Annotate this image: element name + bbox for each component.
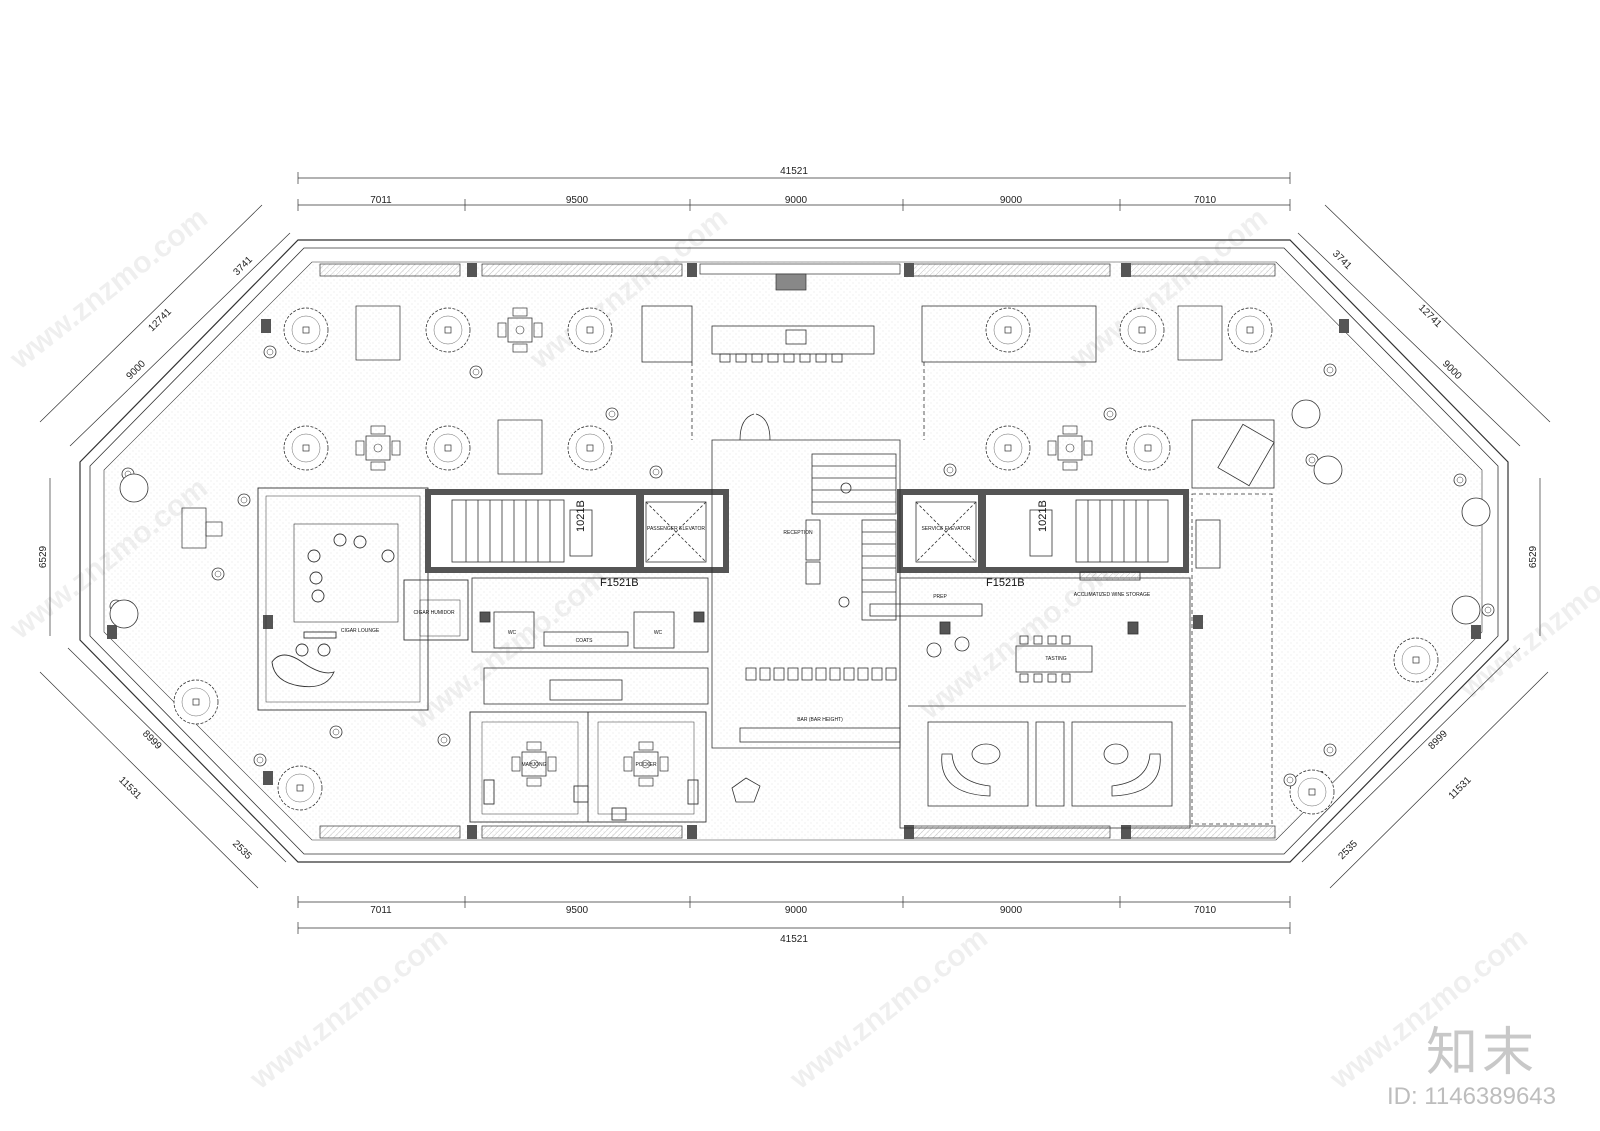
cigar-lounge-block: [257, 487, 469, 711]
top-dim-2: 9500: [566, 195, 589, 206]
top-dim-3: 9000: [785, 195, 808, 206]
label-right-door: 1021B: [1037, 500, 1049, 532]
label-cigar-lounge: CIGAR LOUNGE: [341, 628, 380, 634]
label-mahjong: MAHJONG: [522, 762, 547, 768]
label-wc-right: WC: [654, 630, 663, 636]
diagonal-dimensions: [39, 204, 1551, 889]
upper-right-dim-3: 9000: [1440, 358, 1464, 382]
landscape-trees: [109, 307, 1495, 815]
right-stair-core: [897, 489, 1189, 573]
top-dim-4: 9000: [1000, 195, 1023, 206]
bottom-dim-3: 9000: [785, 905, 808, 916]
upper-left-dim-3: 9000: [124, 358, 148, 382]
room-labels: RECEPTION PASSENGER ELEVATOR SERVICE ELE…: [341, 500, 1151, 768]
upper-left-dim-1: 3741: [231, 254, 255, 278]
bottom-dim-5: 7010: [1194, 905, 1217, 916]
label-wc-left: WC: [508, 630, 517, 636]
right-wing: [869, 419, 1275, 829]
label-left-fire-door: F1521B: [600, 577, 639, 589]
upper-right-dim-1: 3741: [1330, 248, 1354, 272]
label-prep: PREP: [933, 594, 947, 600]
lower-left-dim-2: 11531: [116, 775, 143, 802]
top-total-dim: 41521: [780, 166, 808, 177]
label-cigar-humidor: CIGAR HUMIDOR: [413, 610, 455, 616]
top-bar-counter: [641, 305, 1097, 440]
bottom-dim-4: 9000: [1000, 905, 1023, 916]
watermark-text-9: www.znzmo.com: [783, 921, 994, 1096]
bottom-dim-2: 9500: [566, 905, 589, 916]
label-bar: BAR (BAR HEIGHT): [797, 717, 843, 723]
label-coats: COATS: [576, 638, 594, 644]
bottom-total-dim: 41521: [780, 934, 808, 945]
label-passenger-elevator: PASSENGER ELEVATOR: [647, 526, 705, 532]
label-left-door: 1021B: [575, 500, 587, 532]
lower-right-dim-1: 8999: [1426, 728, 1450, 752]
label-right-fire-door: F1521B: [986, 577, 1025, 589]
wc-coats-block: [471, 577, 709, 653]
label-pocker: POCKER: [635, 762, 657, 768]
top-dim-5: 7010: [1194, 195, 1217, 206]
lower-right-dim-2: 11531: [1447, 774, 1474, 801]
right-side-dim: 6529: [1528, 545, 1539, 568]
lower-left-dim-3: 2535: [230, 838, 254, 862]
label-reception: RECEPTION: [783, 530, 813, 536]
building-outline: [79, 239, 1509, 863]
top-dimensions: [297, 172, 1291, 211]
left-side-dim: 6529: [38, 545, 49, 568]
label-tasting: TASTING: [1045, 656, 1066, 662]
watermark-text-1: www.znzmo.com: [3, 201, 214, 376]
bottom-dimensions: [297, 896, 1291, 934]
lower-right-dim-3: 2535: [1336, 838, 1360, 862]
planter-strips: [319, 263, 1276, 839]
watermark-text-8: www.znzmo.com: [243, 921, 454, 1096]
upper-left-dim-2: 12741: [147, 306, 175, 334]
image-id-watermark: ID: 1146389643: [1386, 1083, 1556, 1110]
outdoor-tables: [181, 305, 1223, 549]
game-rooms: [469, 711, 707, 823]
brand-watermark: 知末: [1425, 1023, 1538, 1083]
label-service-elevator: SERVICE ELEVATOR: [921, 526, 970, 532]
bottom-dim-1: 7011: [370, 905, 392, 916]
lower-left-dim-1: 8999: [140, 728, 164, 752]
label-wine-storage: ACCLIMATIZED WINE STORAGE: [1074, 592, 1151, 598]
left-stair-core: [425, 489, 729, 573]
top-dim-1: 7011: [370, 195, 392, 206]
